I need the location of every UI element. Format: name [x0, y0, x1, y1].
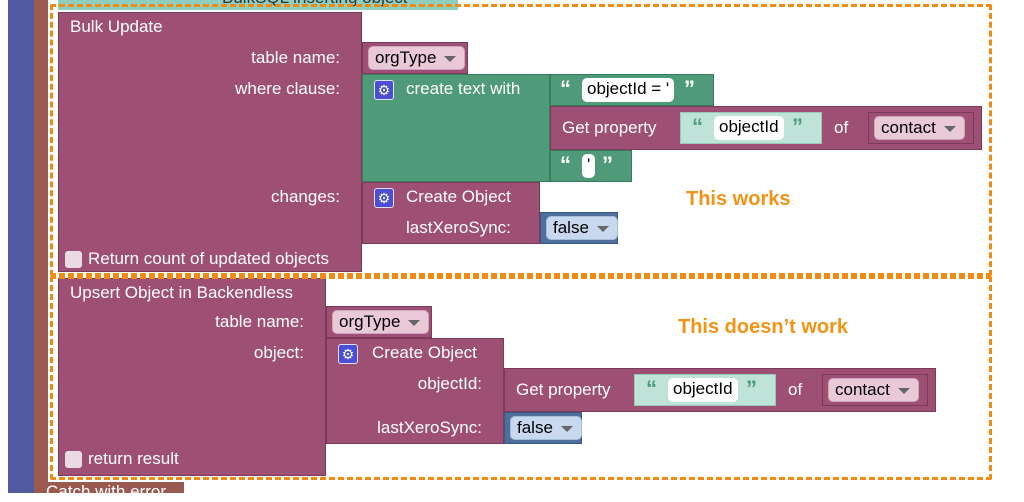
open-quote-icon: “ — [692, 114, 703, 139]
upsert-property-field[interactable]: objectId — [668, 378, 738, 402]
annotation-box-works — [50, 4, 992, 276]
bulk-table-name-label: table name: — [251, 48, 340, 67]
bulk-update-block[interactable] — [58, 12, 362, 272]
open-quote-icon: “ — [646, 376, 657, 401]
upsert-false-dropdown[interactable]: false — [510, 416, 582, 440]
upsert-title: Upsert Object in Backendless — [70, 283, 293, 302]
chevron-down-icon — [897, 388, 910, 394]
upsert-object-label: object: — [253, 343, 304, 362]
bulk-update-title: Bulk Update — [70, 17, 163, 36]
text-quote-field[interactable]: ' — [582, 154, 596, 178]
upsert-objectid-label: objectId: — [417, 374, 482, 393]
close-quote-icon: ” — [602, 152, 613, 177]
close-quote-icon: ” — [684, 76, 695, 101]
bulk-get-property-label: Get property — [562, 118, 657, 137]
top-partial-text: BulkSQL inserting object — [222, 0, 408, 8]
chevron-down-icon — [444, 56, 457, 62]
bulk-contact-value: contact — [881, 118, 936, 137]
open-quote-icon: “ — [560, 152, 571, 177]
return-count-label: Return count of updated objects — [88, 249, 329, 268]
left-rail-brown — [34, 0, 48, 493]
left-rail-blue — [8, 0, 34, 493]
bulk-last-sync-label: lastXeroSync: — [406, 218, 511, 237]
bulk-false-value: false — [553, 218, 589, 237]
upsert-contact-value: contact — [835, 380, 890, 399]
annotation-works: This works — [686, 188, 791, 210]
upsert-table-name-label: table name: — [215, 312, 304, 331]
return-result-label: return result — [88, 449, 179, 468]
bulk-where-label: where clause: — [235, 79, 340, 98]
upsert-contact-dropdown[interactable]: contact — [828, 378, 919, 402]
open-quote-icon: “ — [560, 76, 571, 101]
bulk-table-name-dropdown[interactable]: orgType — [368, 46, 466, 70]
create-text-label: create text with — [406, 79, 521, 98]
bulk-table-name-value: orgType — [375, 48, 437, 67]
bulk-changes-label: changes: — [271, 187, 340, 206]
bulk-create-object-label: Create Object — [406, 187, 511, 206]
upsert-create-object-label: Create Object — [372, 343, 477, 362]
return-result-checkbox[interactable] — [65, 451, 82, 468]
upsert-last-sync-label: lastXeroSync: — [377, 418, 482, 437]
chevron-down-icon — [560, 426, 573, 432]
text-objectid-field[interactable]: objectId = ' — [582, 78, 675, 102]
catch-label: Catch with error — [46, 482, 166, 501]
gear-icon[interactable]: ⚙ — [374, 80, 394, 100]
chevron-down-icon — [408, 320, 421, 326]
return-count-checkbox[interactable] — [65, 251, 82, 268]
bulk-of-label: of — [834, 118, 849, 137]
upsert-table-name-dropdown[interactable]: orgType — [332, 310, 430, 334]
annotation-box-doesnt-work — [50, 276, 992, 480]
close-quote-icon: ” — [746, 376, 757, 401]
catch-block[interactable] — [34, 482, 184, 493]
upsert-block[interactable] — [58, 278, 326, 476]
bulk-false-dropdown[interactable]: false — [546, 216, 618, 240]
upsert-get-property-label: Get property — [516, 380, 611, 399]
chevron-down-icon — [943, 126, 956, 132]
close-quote-icon: ” — [792, 114, 803, 139]
gear-icon[interactable]: ⚙ — [374, 188, 394, 208]
annotation-doesnt-work: This doesn’t work — [678, 316, 849, 338]
upsert-false-value: false — [517, 418, 553, 437]
upsert-of-label: of — [788, 380, 803, 399]
upsert-table-name-value: orgType — [339, 312, 401, 331]
bulk-contact-dropdown[interactable]: contact — [874, 116, 965, 140]
bulk-property-field[interactable]: objectId — [714, 116, 784, 140]
chevron-down-icon — [596, 226, 609, 232]
gear-icon[interactable]: ⚙ — [338, 344, 358, 364]
